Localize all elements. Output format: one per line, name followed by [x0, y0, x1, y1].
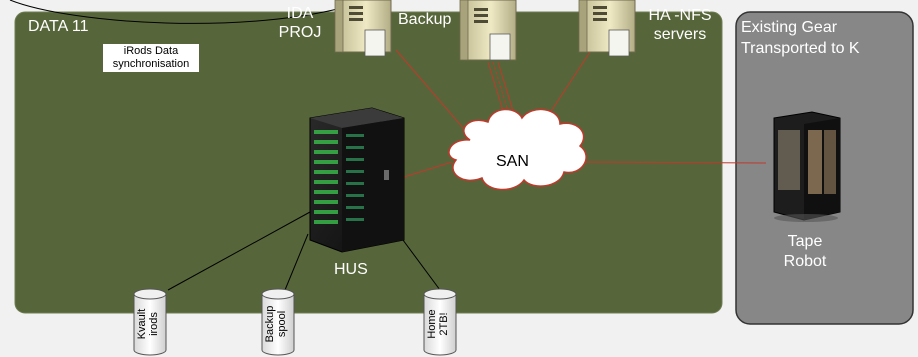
- disk-label-home: Home 2TB!: [426, 309, 450, 339]
- label-ha-nfs: HA -NFS servers: [648, 7, 712, 43]
- link-hus-san: [403, 161, 453, 178]
- label-irods-sync: iRods Data synchronisation: [103, 44, 199, 72]
- disk-label-kvault: Kvault irods: [136, 308, 160, 340]
- label-existing-gear: Existing Gear Transported to K: [741, 19, 860, 57]
- disk-cylinder-icon: [133, 288, 167, 356]
- disk-cylinder-icon: [261, 288, 295, 356]
- label-backup: Backup: [398, 11, 452, 28]
- link-ida-san: [395, 49, 471, 137]
- storage-rack-icon: [309, 107, 405, 253]
- label-san: SAN: [496, 153, 529, 170]
- link-hus-backup-spool: [284, 233, 309, 291]
- disk-cylinder-icon: [423, 288, 457, 356]
- server-tower-icon: [334, 0, 392, 57]
- cloud-icon: [448, 108, 587, 191]
- label-ida-proj: IDA PROJ: [278, 5, 322, 41]
- server-tower-icon: [578, 0, 636, 57]
- label-hus: HUS: [334, 261, 368, 278]
- link-hus-kvault: [167, 211, 311, 291]
- irods-sync-arc: [9, 0, 357, 24]
- server-tower-icon: [459, 0, 517, 61]
- link-backup-san-2: [492, 61, 518, 141]
- label-data11: DATA 11: [28, 18, 89, 35]
- disk-links: [167, 211, 441, 291]
- link-hus-home: [399, 235, 441, 291]
- disk-label-backup-spool: Backup spool: [264, 305, 288, 343]
- link-san-tape: [581, 161, 767, 164]
- tape-library-icon: [773, 111, 841, 222]
- label-tape-robot: Tape Robot: [783, 233, 827, 270]
